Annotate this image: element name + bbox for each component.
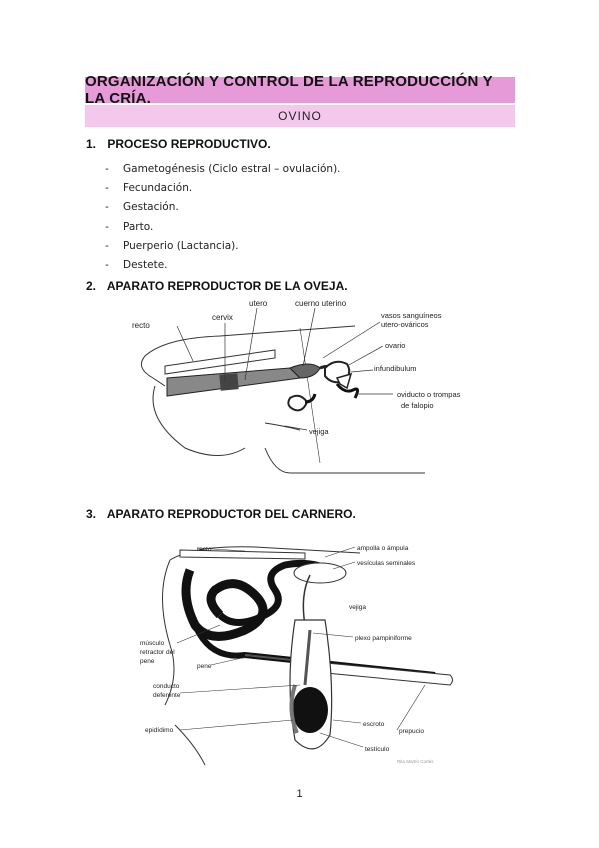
section-number: 2. [86,279,97,293]
label-conducto-1: conducto [153,683,180,690]
label-cervix: cervix [212,313,233,322]
section-title: APARATO REPRODUCTOR DE LA OVEJA. [106,279,348,293]
section-number: 1. [86,137,97,151]
section-title: APARATO REPRODUCTOR DEL CARNERO. [106,507,356,521]
list-item-text: Gestación. [123,201,179,214]
label-infundibulum: infundibulum [374,364,417,373]
list-item: - Parto. [105,217,341,236]
label-recto: recto [197,546,212,553]
label-recto: recto [132,321,150,330]
label-musculo-3: pene [140,658,155,665]
section-heading-3: 3. APARATO REPRODUCTOR DEL CARNERO. [86,507,356,521]
document-subtitle: OVINO [85,105,515,127]
section-number: 3. [86,507,97,521]
process-list: - Gametogénesis (Ciclo estral – ovulación… [105,159,341,275]
label-escroto: escroto [363,721,385,728]
list-item-text: Fecundación. [123,181,193,194]
list-item: - Gestación. [105,198,341,217]
label-oviducto-2: de falopio [401,401,434,410]
bullet-dash: - [105,259,109,272]
label-cuerno-uterino: cuerno uterino [295,299,347,308]
list-item: - Gametogénesis (Ciclo estral – ovulación… [105,159,341,178]
page-number: 1 [296,788,303,800]
label-vasos-2: utero-ováricos [381,320,429,329]
label-prepucio: prepucio [399,728,424,735]
ram-reproductive-diagram: recto ampolla o ámpula vesículas seminal… [140,545,453,766]
bullet-dash: - [105,220,109,233]
label-conducto-2: deferente [153,692,181,699]
label-ovario: ovario [385,341,405,350]
bullet-dash: - [105,201,109,214]
image-credit: Rita Martín Cortés [397,759,434,764]
label-musculo-1: músculo [140,640,165,647]
list-item-text: Destete. [123,259,168,272]
ewe-reproductive-diagram: recto cervix utero cuerno uterino vasos … [132,299,461,474]
label-vesiculas: vesículas seminales [357,560,416,567]
label-testiculo: testículo [365,746,390,753]
label-utero: utero [249,299,268,308]
section-heading-2: 2. APARATO REPRODUCTOR DE LA OVEJA. [86,279,348,293]
bullet-dash: - [105,181,109,194]
list-item: - Puerperio (Lactancia). [105,236,341,255]
label-plexo: plexo pampiniforme [355,635,412,642]
list-item: - Destete. [105,255,341,274]
label-vasos-1: vasos sanguíneos [381,311,442,320]
list-item-text: Gametogénesis (Ciclo estral – ovulación)… [123,162,341,175]
label-vejiga: vejiga [349,604,366,611]
label-musculo-2: retractor del [140,649,175,656]
label-pene: pene [197,663,212,670]
list-item-text: Puerperio (Lactancia). [123,239,239,252]
label-vejiga: vejiga [309,427,329,436]
list-item: - Fecundación. [105,178,341,197]
section-heading-1: 1. PROCESO REPRODUCTIVO. [86,137,271,151]
section-title: PROCESO REPRODUCTIVO. [107,137,271,151]
document-title: ORGANIZACIÓN Y CONTROL DE LA REPRODUCCIÓ… [85,73,515,107]
label-epididimo: epidídimo [145,727,174,734]
label-oviducto-1: oviducto o trompas [397,390,461,399]
label-ampolla: ampolla o ámpula [357,545,409,552]
bullet-dash: - [105,162,109,175]
bullet-dash: - [105,239,109,252]
list-item-text: Parto. [123,220,154,233]
